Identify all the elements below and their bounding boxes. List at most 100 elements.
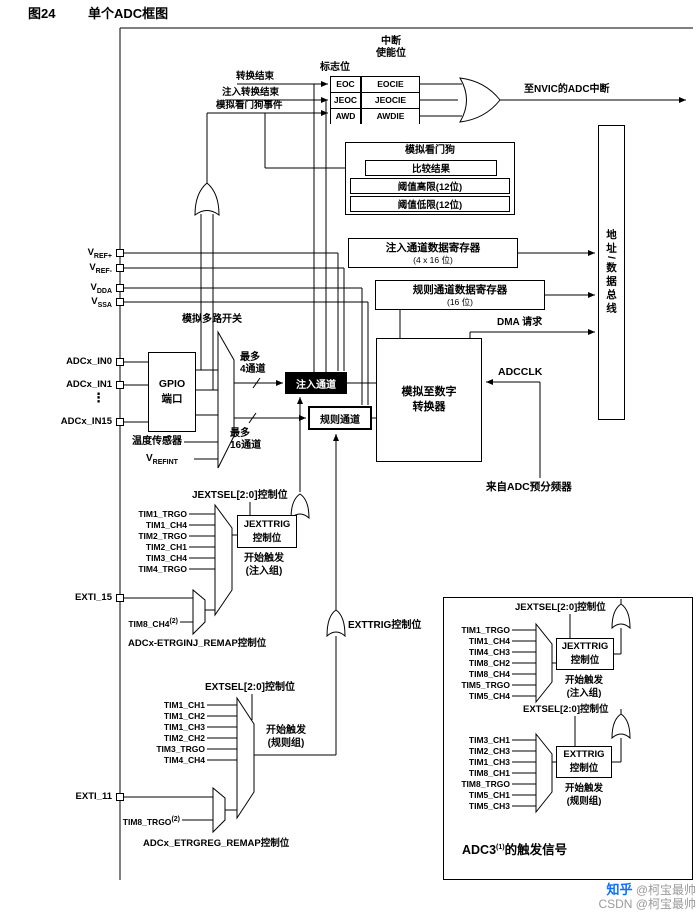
dma-request-label: DMA 请求 xyxy=(497,317,543,328)
pin-vref-plus-base: V xyxy=(87,247,94,258)
adc3-inj-source-4: TIM8_CH4 xyxy=(468,669,510,679)
adcclk-label: ADCCLK xyxy=(498,366,543,378)
adc3-inj-source-0: TIM1_TRGO xyxy=(461,625,510,635)
or-gate-awd-icon xyxy=(194,182,220,216)
adc3-reg-source-0: TIM3_CH1 xyxy=(468,735,510,745)
pin-squares xyxy=(116,249,124,801)
max16-label: 最多 16通道 xyxy=(230,428,261,452)
adc-converter-box: 模拟至数字 转换器 xyxy=(376,338,482,462)
inj-alt-source: TIM8_CH4(2) xyxy=(120,616,178,630)
analog-mux-label: 模拟多路开关 xyxy=(182,314,242,325)
regular-channel-box: 规则通道 xyxy=(308,406,372,430)
reg-start-line1: 开始触发 xyxy=(266,725,306,736)
reg-start-line2: (规则组) xyxy=(267,738,305,749)
reg-source-4: TIM3_TRGO xyxy=(156,744,205,754)
adc3-inj-start-label: 开始触发 (注入组) xyxy=(552,674,616,700)
signal-eoc: 转换结束 xyxy=(236,71,275,82)
or-gate-jexttrig-icon xyxy=(290,493,310,520)
adc3-jexttrig-line2: 控制位 xyxy=(570,655,600,666)
jexttrig-line2: 控制位 xyxy=(252,533,282,544)
adc3-caption-sup: (1) xyxy=(496,844,505,851)
injected-channel-box: 注入通道 xyxy=(285,372,347,394)
prescaler-label: 来自ADC预分频器 xyxy=(486,481,572,493)
inj-alt-source-sup: (2) xyxy=(169,618,178,625)
adc3-reg-source-3: TIM8_CH1 xyxy=(468,768,510,778)
figure-label: 图24 xyxy=(28,6,56,21)
pin-adcx-in15: ADCx_IN15 xyxy=(60,416,112,427)
converter-line1: 模拟至数字 xyxy=(401,386,457,398)
exttrig-control-label: EXTTRIG控制位 xyxy=(348,620,422,631)
pin-vdda-base: V xyxy=(90,282,97,293)
adc3-trigger-box xyxy=(443,597,693,880)
pin-vref-minus-base: V xyxy=(89,262,96,273)
regular-register-sub: (16 位) xyxy=(447,297,473,307)
reg-alt-source-sup: (2) xyxy=(171,816,180,823)
interrupt-enable-title: 中断 使能位 xyxy=(366,36,416,60)
adc3-jexttrig-control-box: JEXTTRIG 控制位 xyxy=(556,638,614,670)
converter-line2: 转换器 xyxy=(412,401,446,413)
flag-jeoc: JEOC xyxy=(331,93,360,109)
pin-vssa-base: V xyxy=(91,296,98,307)
adc3-exttrig-control-box: EXTTRIG 控制位 xyxy=(556,746,612,778)
watermark-zhihu: 知乎 @柯宝最帅 xyxy=(598,883,696,898)
adc3-reg-start-line1: 开始触发 xyxy=(564,783,603,794)
inj-source-5: TIM4_TRGO xyxy=(138,564,187,574)
injected-data-register-box: 注入通道数据寄存器 (4 x 16 位) xyxy=(348,238,518,268)
signal-awd: 模拟看门狗事件 xyxy=(216,100,283,111)
adc3-reg-source-2: TIM1_CH3 xyxy=(468,757,510,767)
adc3-inj-source-2: TIM4_CH3 xyxy=(468,647,510,657)
adc3-inj-source-6: TIM5_CH4 xyxy=(468,691,510,701)
or-gate-adc3-reg-icon xyxy=(611,713,631,740)
pin-vssa-sub: SSA xyxy=(97,301,112,309)
pin-vref-plus-sub: REF+ xyxy=(93,252,112,260)
pin-vref-minus: VREF- xyxy=(40,261,112,279)
adc3-inj-start-line1: 开始触发 xyxy=(564,675,603,686)
adc3-inj-mux-shape xyxy=(535,622,553,704)
pin-vref-minus-sub: REF- xyxy=(95,267,112,275)
inj-remap-mux-shape xyxy=(192,588,206,636)
address-data-bus: 地址/数据总线 xyxy=(598,125,625,420)
max16-line1: 最多 xyxy=(230,428,250,439)
inj-remap-label: ADCx-ETRGINJ_REMAP控制位 xyxy=(128,638,267,649)
pin-vref-plus: VREF+ xyxy=(40,246,112,264)
reg-alt-source: TIM8_TRGO(2) xyxy=(118,814,180,828)
or-gate-nvic-icon xyxy=(459,77,501,123)
adc3-reg-start-label: 开始触发 (规则组) xyxy=(552,782,616,808)
nvic-interrupt-label: 至NVIC的ADC中断 xyxy=(524,84,610,95)
extsel-label: EXTSEL[2:0]控制位 xyxy=(205,682,296,693)
adc3-reg-mux-shape xyxy=(535,732,553,814)
max4-line1: 最多 xyxy=(240,352,260,363)
pin-adcx-in1: ADCx_IN1 xyxy=(66,379,112,390)
gates-and-muxes xyxy=(192,77,631,834)
reg-source-5: TIM4_CH4 xyxy=(163,755,205,765)
figure-title: 单个ADC框图 xyxy=(88,6,169,21)
adc3-inj-start-line2: (注入组) xyxy=(566,688,602,699)
adc3-reg-source-1: TIM2_CH3 xyxy=(468,746,510,756)
pin-vdda-sub: DDA xyxy=(96,287,112,295)
zhihu-user: @柯宝最帅 xyxy=(635,883,696,897)
reg-remap-mux-shape xyxy=(212,786,226,834)
enable-awdie: AWDIE xyxy=(362,109,419,125)
adc3-caption: ADC3(1)的触发信号 xyxy=(462,842,567,857)
watchdog-high-threshold-row: 阈值高限(12位) xyxy=(350,178,510,194)
adc3-extsel-label: EXTSEL[2:0]控制位 xyxy=(523,704,609,715)
gpio-port-box: GPIO 端口 xyxy=(148,352,196,432)
analog-mux-shape xyxy=(217,330,235,469)
regular-register-title: 规则通道数据寄存器 xyxy=(412,284,508,296)
gpio-label-line2: 端口 xyxy=(161,393,183,405)
inj-source-0: TIM1_TRGO xyxy=(138,509,187,519)
max16-line2: 16通道 xyxy=(230,440,262,451)
adc3-reg-source-5: TIM5_CH1 xyxy=(468,790,510,800)
reg-source-0: TIM1_CH1 xyxy=(163,700,205,710)
interrupt-enable-register: EOCIE JEOCIE AWDIE xyxy=(361,76,420,125)
inj-alt-source-text: TIM8_CH4 xyxy=(128,618,170,629)
flag-eoc: EOC xyxy=(331,77,360,93)
jexttrig-control-box: JEXTTRIG 控制位 xyxy=(237,515,297,548)
connector-lines xyxy=(119,27,693,880)
watermark-csdn: CSDN @柯宝最帅 xyxy=(598,897,696,911)
injected-register-sub: (4 x 16 位) xyxy=(413,255,453,265)
vrefint-base: V xyxy=(146,453,153,464)
adc3-reg-source-6: TIM5_CH3 xyxy=(468,801,510,811)
